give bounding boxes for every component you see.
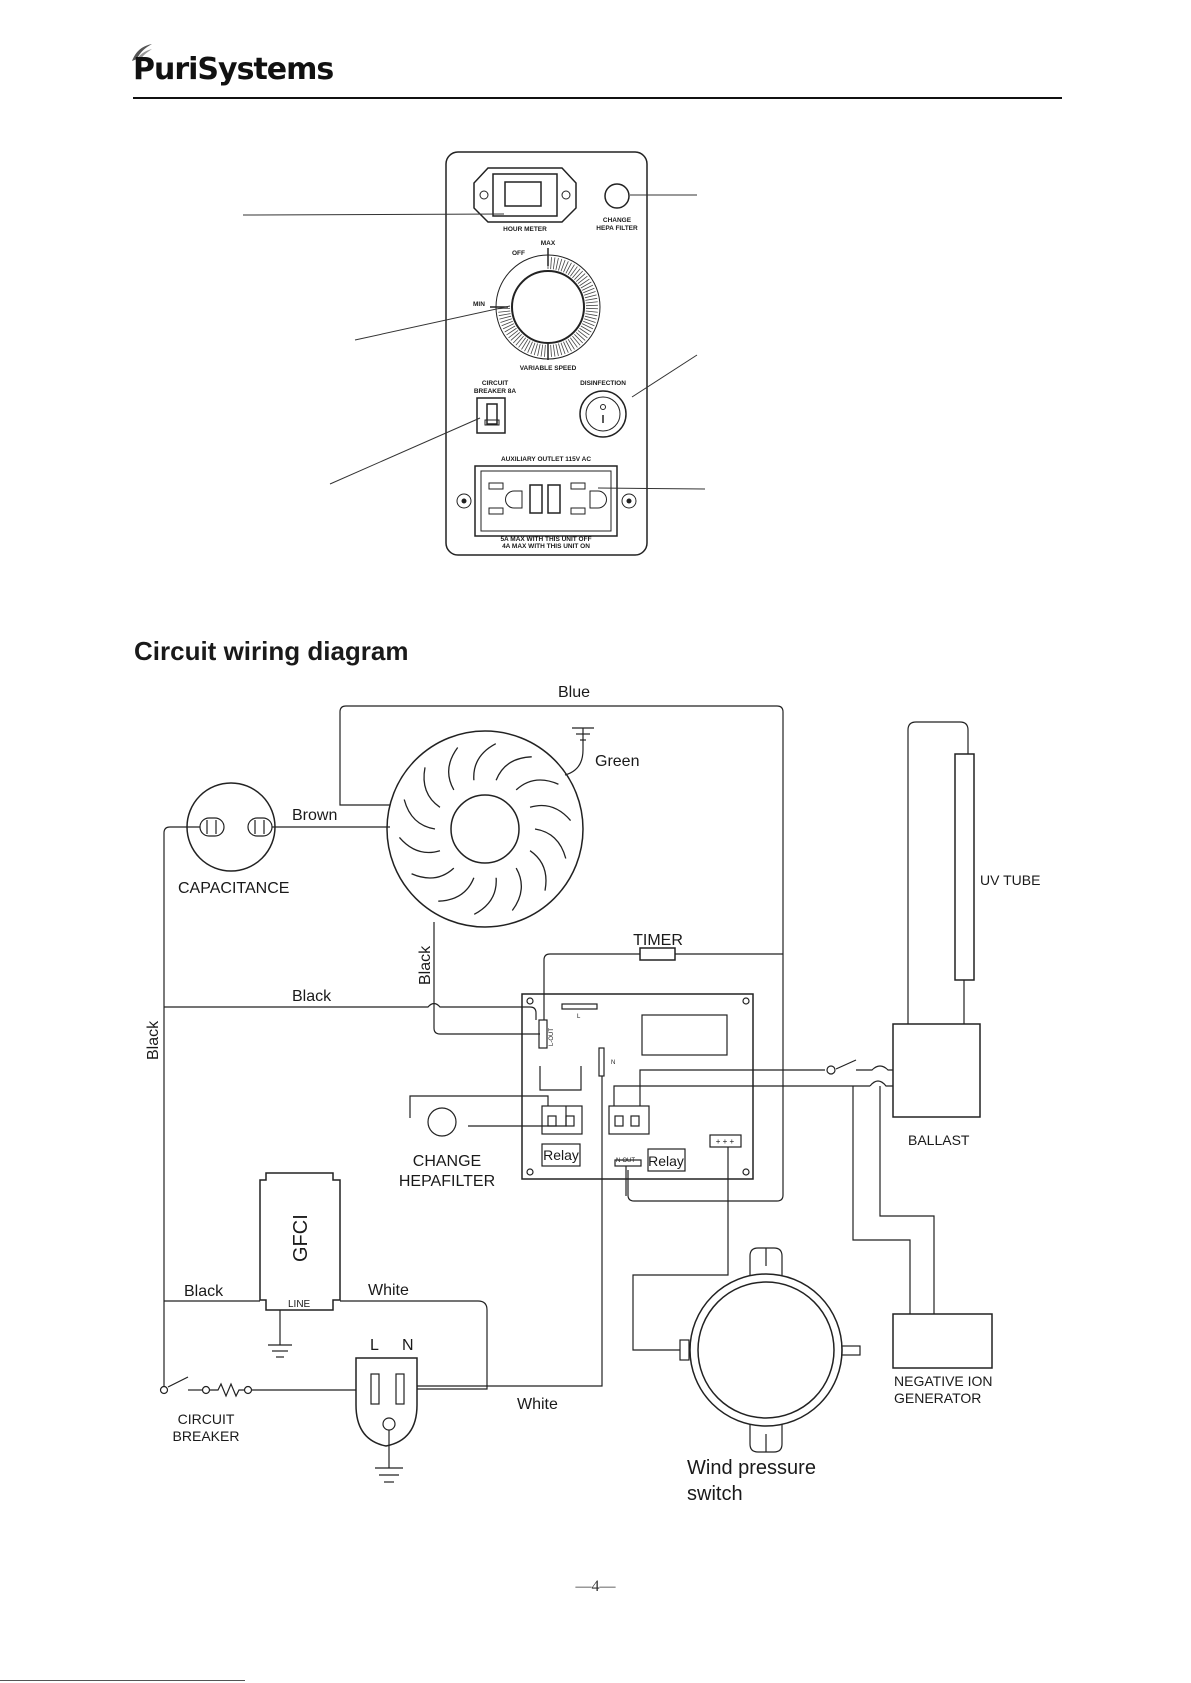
pin-n-label: N bbox=[611, 1060, 615, 1066]
black-bottom-wire-label: Black bbox=[184, 1283, 224, 1300]
wind-pressure-label-2: switch bbox=[687, 1483, 743, 1505]
timer bbox=[639, 947, 676, 961]
page-number: —4— bbox=[575, 1578, 616, 1595]
fan-hub bbox=[450, 794, 520, 864]
hour-meter-label: HOUR METER bbox=[503, 226, 547, 233]
circuit-breaker-label-2: BREAKER bbox=[173, 1428, 240, 1444]
variable-speed-label: VARIABLE SPEED bbox=[520, 365, 577, 372]
negative-ion-label-2: GENERATOR bbox=[894, 1390, 981, 1406]
uv-tube-label: UV TUBE bbox=[980, 872, 1040, 888]
brand-wing-icon bbox=[132, 44, 152, 61]
aux-outlet-label: AUXILIARY OUTLET 115V AC bbox=[501, 456, 591, 463]
black-top-wire-label: Black bbox=[292, 988, 332, 1005]
change-hepa-label-2: HEPA FILTER bbox=[596, 225, 638, 232]
white-top-wire-label: White bbox=[368, 1282, 409, 1299]
blue-wire bbox=[339, 705, 784, 1202]
circuit-breaker-label-1: CIRCUIT bbox=[178, 1411, 235, 1427]
line-label: LINE bbox=[288, 1299, 311, 1310]
section-title: Circuit wiring diagram bbox=[134, 636, 409, 666]
breaker-label-2: BREAKER 8A bbox=[474, 388, 517, 395]
white-bottom-wire-label: White bbox=[517, 1396, 558, 1413]
aux-note-2: 4A MAX WITH THIS UNIT ON bbox=[502, 543, 590, 550]
auxiliary-outlet bbox=[456, 465, 637, 537]
relay-2-label: Relay bbox=[648, 1153, 684, 1169]
off-label: OFF bbox=[512, 250, 525, 257]
plug-n-label: N bbox=[402, 1337, 414, 1354]
plug-l-label: L bbox=[370, 1337, 379, 1354]
n-out-label: N-OUT bbox=[616, 1158, 635, 1164]
control-panel-illustration: HOUR METER CHANGE HEPA FILTER OFF MAX MI… bbox=[242, 151, 706, 556]
black-fan-wire-label: Black bbox=[417, 945, 434, 985]
negative-ion-generator bbox=[892, 1313, 993, 1369]
footer-divider bbox=[0, 1680, 245, 1681]
power-plug bbox=[355, 1357, 418, 1447]
blue-wire-label: Blue bbox=[558, 684, 590, 701]
brand-logo: PuriSystems bbox=[133, 52, 334, 87]
pin-l-label: L bbox=[577, 1014, 581, 1020]
change-hepafilter-indicator bbox=[427, 1107, 457, 1137]
change-hepafilter-label-2: HEPAFILTER bbox=[399, 1173, 495, 1190]
ballast bbox=[892, 1023, 981, 1118]
l-out-label: L-OUT bbox=[549, 1028, 555, 1046]
black-main-wire-label: Black bbox=[145, 1020, 162, 1060]
gfci-label: GFCI bbox=[290, 1214, 312, 1262]
fan-housing bbox=[386, 730, 584, 928]
relay-1-label: Relay bbox=[543, 1147, 579, 1163]
timer-label: TIMER bbox=[633, 932, 683, 949]
brown-wire-label: Brown bbox=[292, 807, 337, 824]
gfci bbox=[259, 1172, 341, 1311]
disinfection-switch bbox=[579, 390, 627, 438]
control-panel bbox=[445, 151, 648, 556]
hour-meter bbox=[473, 167, 577, 223]
min-label: MIN bbox=[473, 301, 485, 308]
capacitance-label: CAPACITANCE bbox=[178, 880, 289, 897]
change-hepafilter-label-1: CHANGE bbox=[413, 1153, 481, 1170]
circuit-breaker-switch bbox=[476, 397, 506, 434]
change-hepa-indicator bbox=[604, 183, 630, 209]
header-divider bbox=[133, 97, 1062, 99]
green-wire-label: Green bbox=[595, 753, 639, 770]
wind-pressure-switch bbox=[679, 1247, 861, 1453]
variable-speed-knob bbox=[490, 248, 601, 360]
breaker-label-1: CIRCUIT bbox=[482, 380, 508, 387]
uv-tube bbox=[954, 753, 975, 981]
connector-label: + + + bbox=[716, 1137, 735, 1146]
wind-pressure-label-1: Wind pressure bbox=[687, 1457, 816, 1479]
ballast-label: BALLAST bbox=[908, 1132, 970, 1148]
change-hepa-label-1: CHANGE bbox=[603, 217, 632, 224]
leader-lines bbox=[242, 194, 706, 490]
aux-note-1: 5A MAX WITH THIS UNIT OFF bbox=[500, 536, 591, 543]
disinfection-label: DISINFECTION bbox=[580, 380, 626, 387]
negative-ion-label-1: NEGATIVE ION bbox=[894, 1373, 993, 1389]
max-label: MAX bbox=[541, 240, 556, 247]
